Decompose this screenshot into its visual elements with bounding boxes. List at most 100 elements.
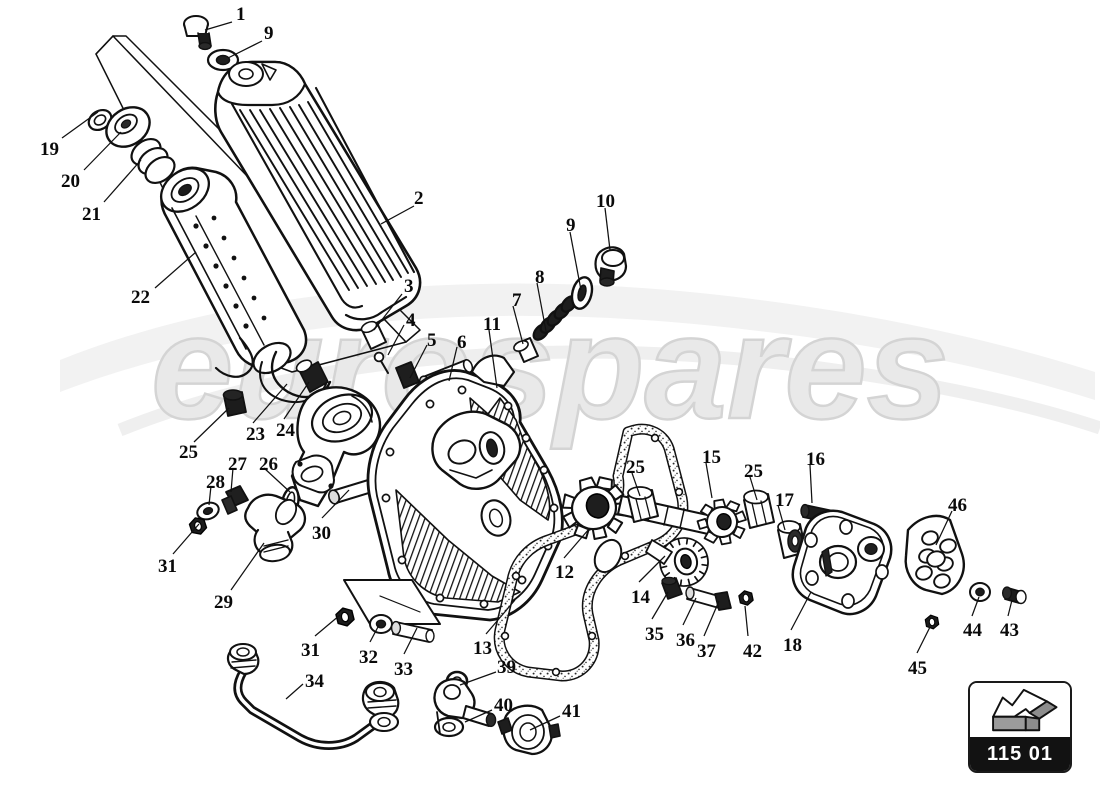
callout-number-9a: 9: [264, 23, 274, 44]
callout-number-25b: 25: [626, 457, 645, 478]
leader-line-22: [154, 251, 197, 289]
part-22-filter-element: [160, 166, 308, 378]
callout-number-17: 17: [775, 490, 794, 511]
callout-number-41: 41: [562, 701, 581, 722]
leader-line-19: [61, 111, 99, 139]
part-25-bush-right: [743, 489, 775, 529]
leader-line-42: [744, 605, 749, 637]
leader-line-9a: [227, 40, 263, 59]
leader-line-24: [283, 381, 310, 420]
callout-number-31b: 31: [301, 640, 320, 661]
leader-line-26: [263, 467, 291, 493]
leader-line-40: [464, 709, 493, 723]
part-34-pickup-pipe: [226, 643, 400, 750]
callout-number-3: 3: [404, 276, 414, 297]
leader-line-36: [682, 597, 697, 626]
callout-number-20: 20: [61, 171, 80, 192]
callout-number-22: 22: [131, 287, 150, 308]
leader-line-34: [285, 683, 304, 700]
leader-line-6: [448, 346, 458, 382]
leader-line-21: [103, 159, 142, 203]
callout-number-35: 35: [645, 624, 664, 645]
callout-number-45: 45: [908, 658, 927, 679]
leader-line-25c: [749, 476, 758, 501]
part-13-gasket: [493, 423, 689, 682]
callout-number-27: 27: [228, 454, 247, 475]
callout-number-24: 24: [276, 420, 295, 441]
leader-line-9b: [569, 231, 582, 291]
leader-line-32: [369, 624, 380, 643]
part-4-screw: [373, 351, 389, 374]
callout-number-1: 1: [236, 4, 246, 25]
part-9-washer-valve: [570, 276, 594, 310]
leader-line-13: [485, 599, 516, 635]
callout-number-37: 37: [697, 641, 716, 662]
leader-line-1: [204, 21, 233, 31]
leader-line-39: [459, 671, 497, 686]
part-44-washer: [969, 582, 991, 602]
callout-number-2: 2: [414, 188, 424, 209]
callout-number-12: 12: [555, 562, 574, 583]
leader-line-14: [638, 555, 666, 583]
leader-line-31b: [314, 614, 341, 637]
part-41-pressure-sender: [497, 704, 561, 756]
part-9-washer-top: [206, 48, 240, 72]
part-8-spring: [532, 295, 578, 341]
part-25-bush-left: [222, 389, 247, 417]
callout-number-25c: 25: [744, 461, 763, 482]
callout-number-16: 16: [806, 449, 825, 470]
callout-number-14: 14: [631, 587, 650, 608]
leader-line-2: [380, 205, 415, 225]
callout-number-32: 32: [359, 647, 378, 668]
leader-line-7: [512, 305, 524, 345]
callout-number-43: 43: [1000, 620, 1019, 641]
callout-number-39: 39: [497, 657, 516, 678]
leader-line-37: [703, 600, 720, 637]
part-7-piston: [513, 337, 539, 363]
part-46-cover-plate: [904, 514, 965, 596]
leader-line-3: [373, 293, 403, 331]
part-11-front-cover: [343, 354, 564, 625]
leader-line-20: [83, 131, 122, 171]
leader-line-30: [321, 489, 350, 519]
part-23-24-oil-line: [259, 350, 332, 403]
callout-number-25a: 25: [179, 442, 198, 463]
callout-number-13: 13: [473, 638, 492, 659]
callout-number-42: 42: [743, 641, 762, 662]
callout-number-36: 36: [676, 630, 695, 651]
callout-number-11: 11: [483, 314, 501, 335]
callout-number-28: 28: [206, 472, 225, 493]
page-corner-fold-icon: [992, 688, 1058, 732]
part-20-filter-cap: [105, 106, 151, 165]
callout-number-19: 19: [40, 139, 59, 160]
leader-line-41: [529, 715, 561, 731]
part-40-union-bolt: [433, 678, 497, 738]
leader-line-33: [403, 627, 418, 655]
leader-line-29: [230, 542, 265, 591]
part-25-bush-mid: [627, 486, 659, 523]
part-14-drive-gear: [645, 537, 709, 587]
leader-line-5: [409, 344, 428, 379]
callout-number-4: 4: [406, 310, 416, 331]
part-3-dowel: [360, 320, 387, 350]
callout-number-18: 18: [783, 635, 802, 656]
leader-line-25b: [631, 472, 641, 497]
leader-line-10: [604, 207, 611, 251]
callout-number-29: 29: [214, 592, 233, 613]
callout-number-10: 10: [596, 191, 615, 212]
leader-line-44: [971, 596, 980, 617]
part-10-valve-cap: [594, 246, 628, 287]
callout-number-46: 46: [948, 495, 967, 516]
leader-line-27: [230, 467, 234, 493]
leader-line-12: [563, 528, 590, 559]
callout-number-9b: 9: [566, 215, 576, 236]
part-2-oil-cooler: [214, 60, 422, 332]
callout-number-7: 7: [512, 290, 522, 311]
leader-line-43: [1007, 599, 1013, 617]
callout-number-33: 33: [394, 659, 413, 680]
leader-line-16: [809, 464, 813, 504]
part-12-driven-gear: [561, 476, 627, 541]
